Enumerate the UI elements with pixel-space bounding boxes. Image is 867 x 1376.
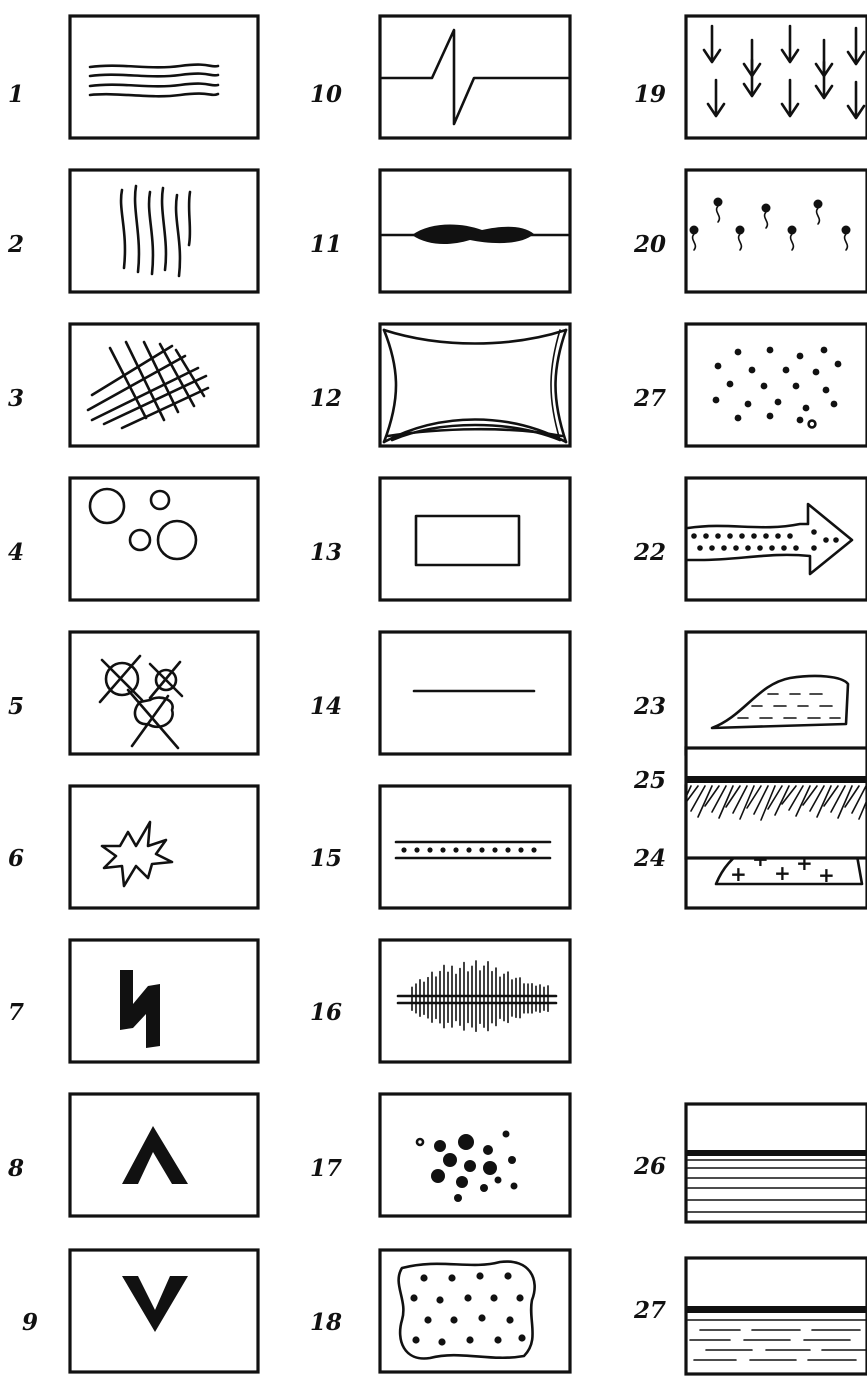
legend-item-9: 9 — [22, 1250, 258, 1372]
item-number: 11 — [310, 231, 342, 258]
legend-item-25: 25 — [633, 748, 867, 858]
legend-item-14: 14 — [310, 632, 570, 754]
legend-item-1: 1 — [8, 16, 258, 138]
item-number: 27 — [633, 1297, 666, 1324]
item-number: 12 — [310, 385, 342, 412]
item-number: 2 — [7, 231, 24, 258]
legend-item-10: 10 — [310, 16, 570, 138]
item-number: 1 — [8, 81, 24, 108]
item-number: 9 — [22, 1309, 38, 1336]
legend-item-15: 15 — [310, 786, 570, 908]
item-number: 13 — [310, 539, 342, 566]
item-number: 17 — [310, 1155, 342, 1182]
item-number: 16 — [310, 999, 342, 1026]
legend-item-16: 16 — [310, 940, 570, 1062]
legend-item-18: 18 — [310, 1250, 570, 1372]
legend-item-2: 2 — [7, 170, 258, 292]
item-number: 25 — [633, 767, 666, 794]
item-number: 24 — [633, 845, 666, 872]
legend-item-12: 12 — [310, 324, 570, 446]
legend-item-22: 22 — [633, 478, 867, 600]
item-number: 23 — [633, 693, 666, 720]
legend-item-26: 26 — [633, 1104, 867, 1222]
legend-item-8: 8 — [7, 1094, 258, 1216]
item-number: 5 — [8, 693, 24, 720]
item-number: 22 — [633, 539, 666, 566]
item-number: 27 — [633, 385, 666, 412]
legend-item-27: 27 — [633, 1258, 867, 1374]
legend-item-6: 6 — [8, 786, 258, 908]
legend-item-7: 7 — [8, 940, 258, 1062]
legend-item-20: 20 — [633, 170, 867, 292]
legend-item-19: 19 — [634, 16, 867, 138]
legend-item-3: 3 — [8, 324, 258, 446]
legend-item-21: 27 — [633, 324, 867, 446]
svg-text:+: + — [818, 863, 835, 887]
item-number: 14 — [310, 693, 342, 720]
legend-item-17: 17 — [310, 1094, 570, 1216]
item-number: 15 — [310, 845, 342, 872]
legend-item-5: 5 — [8, 632, 258, 754]
legend-item-13: 13 — [310, 478, 570, 600]
item-number: 4 — [8, 539, 24, 566]
item-number: 8 — [7, 1155, 24, 1182]
item-number: 7 — [8, 999, 24, 1026]
legend-item-11: 11 — [310, 170, 570, 292]
item-number: 20 — [633, 231, 666, 258]
legend-item-23: 23 — [633, 632, 867, 754]
item-number: 26 — [633, 1153, 666, 1180]
item-number: 6 — [8, 845, 24, 872]
item-number: 10 — [310, 81, 342, 108]
svg-text:+: + — [774, 861, 791, 885]
item-number: 18 — [310, 1309, 342, 1336]
item-number: 3 — [8, 385, 24, 412]
item-number: 19 — [634, 81, 666, 108]
legend-item-4: 4 — [8, 478, 258, 600]
svg-text:+: + — [730, 862, 747, 886]
